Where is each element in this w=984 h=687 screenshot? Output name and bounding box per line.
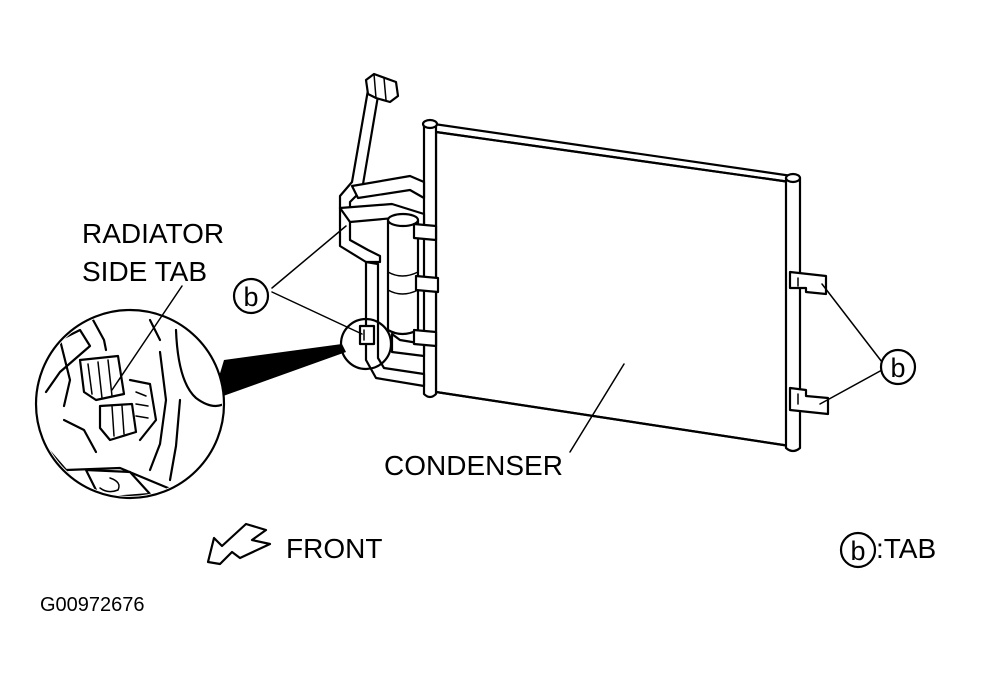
condenser xyxy=(421,118,802,453)
front-label: FRONT xyxy=(286,533,382,564)
condenser-core xyxy=(434,130,792,448)
detail-projection xyxy=(212,344,346,400)
tab-callout-left: b xyxy=(232,225,363,335)
condenser-leader xyxy=(569,363,625,453)
receiver-drier-and-pipes xyxy=(338,72,440,388)
radiator-side-tab-label-line1: RADIATOR xyxy=(82,218,224,249)
detail-highlight-circle xyxy=(339,317,393,371)
tab-legend-letter: b xyxy=(850,536,865,566)
tab-callout-letter: b xyxy=(890,353,905,383)
tab-legend-text: :TAB xyxy=(876,533,936,564)
tab-callout-right: b xyxy=(819,283,917,405)
figure-code: G00972676 xyxy=(40,594,145,616)
left-tank xyxy=(422,119,438,399)
radiator-side-tab-label-line2: SIDE TAB xyxy=(82,256,207,287)
right-tabs xyxy=(788,270,830,416)
condenser-label: CONDENSER xyxy=(384,450,563,481)
radiator-side-tab-detail xyxy=(34,308,346,500)
tab-callout-letter: b xyxy=(243,282,258,312)
front-arrow xyxy=(206,522,272,566)
tab-legend: b :TAB xyxy=(839,531,936,569)
radiator-side-tab-leader xyxy=(111,285,183,391)
